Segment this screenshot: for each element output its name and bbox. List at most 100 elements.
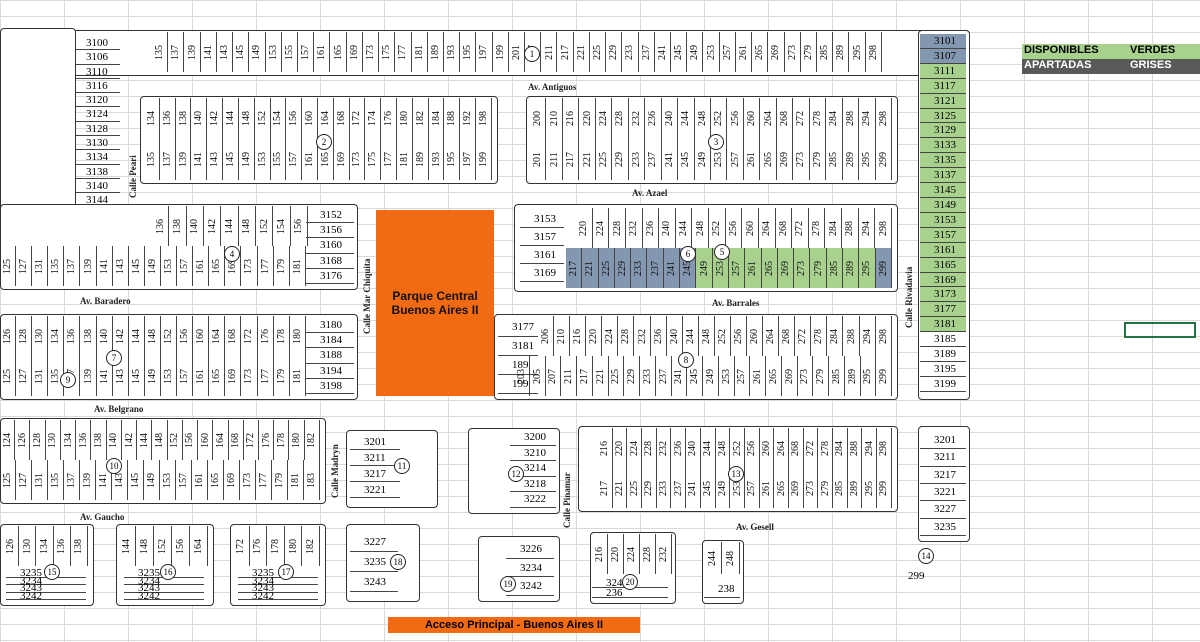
lot[interactable]: 241 xyxy=(686,468,701,508)
lot[interactable]: 156 xyxy=(183,420,199,460)
lot[interactable]: 183 xyxy=(304,460,320,500)
lot[interactable]: 180 xyxy=(290,316,306,356)
lot[interactable]: 3129 xyxy=(920,123,966,139)
lot[interactable]: 269 xyxy=(777,138,794,180)
lot[interactable]: 279 xyxy=(818,468,833,508)
lot[interactable]: 237 xyxy=(647,248,664,288)
lot[interactable]: 172 xyxy=(350,98,366,138)
lot[interactable]: 153 xyxy=(160,460,176,500)
lot[interactable]: 289 xyxy=(845,356,861,396)
lot[interactable]: 3242 xyxy=(124,590,204,601)
lot[interactable]: 3235 xyxy=(238,568,318,578)
lot[interactable]: 3234 xyxy=(6,575,86,586)
lot[interactable]: 279 xyxy=(813,356,829,396)
lot[interactable]: 248 xyxy=(716,428,731,468)
lot[interactable]: 135 xyxy=(144,138,160,180)
lot[interactable]: 3135 xyxy=(920,153,966,169)
lot[interactable]: 142 xyxy=(207,98,224,138)
lot[interactable]: 127 xyxy=(16,460,32,500)
lot[interactable]: 3235 xyxy=(920,519,966,536)
lot[interactable]: 3111 xyxy=(920,63,966,79)
lot[interactable]: 225 xyxy=(609,356,625,396)
lot[interactable]: 232 xyxy=(657,428,672,468)
lot[interactable]: 130 xyxy=(19,526,37,566)
lot[interactable]: 217 xyxy=(557,32,574,72)
central-park[interactable]: Parque Central Buenos Aires II xyxy=(376,210,494,396)
lot[interactable]: 145 xyxy=(223,138,239,180)
lot[interactable]: 268 xyxy=(777,98,794,138)
lot[interactable]: 3221 xyxy=(920,484,966,502)
lot[interactable]: 244 xyxy=(678,98,695,138)
lot[interactable]: 172 xyxy=(244,420,259,460)
lot[interactable]: 228 xyxy=(618,316,635,356)
lot[interactable]: 142 xyxy=(113,316,129,356)
lot[interactable]: 3243 xyxy=(350,572,398,592)
lot[interactable]: 278 xyxy=(811,316,828,356)
lot[interactable]: 179 xyxy=(274,246,290,286)
lot[interactable]: 174 xyxy=(365,98,382,138)
lot[interactable]: 141 xyxy=(97,246,113,286)
lot[interactable]: 299 xyxy=(877,468,892,508)
lot[interactable]: 155 xyxy=(282,32,298,72)
lot[interactable]: 127 xyxy=(16,246,33,286)
lot[interactable]: 261 xyxy=(750,356,766,396)
lot[interactable]: 245 xyxy=(701,468,716,508)
lot[interactable]: 3169 xyxy=(520,264,564,282)
lot[interactable]: 164 xyxy=(213,420,229,460)
lot[interactable]: 295 xyxy=(859,138,876,180)
lot[interactable]: 240 xyxy=(667,316,683,356)
lot[interactable]: 229 xyxy=(606,32,623,72)
lot[interactable]: 268 xyxy=(776,208,793,248)
lot[interactable]: 295 xyxy=(861,356,877,396)
lot[interactable]: 3177 xyxy=(498,318,538,337)
lot[interactable]: 233 xyxy=(631,248,648,288)
lot[interactable]: 139 xyxy=(176,138,192,180)
lot[interactable]: 156 xyxy=(286,98,303,138)
lot[interactable]: 142 xyxy=(122,420,138,460)
lot[interactable]: 284 xyxy=(825,208,842,248)
lot[interactable]: 164 xyxy=(190,526,208,566)
lot[interactable]: 177 xyxy=(258,246,274,286)
lot[interactable]: 252 xyxy=(715,316,731,356)
lot[interactable]: 232 xyxy=(656,534,672,574)
lot[interactable]: 257 xyxy=(728,248,746,288)
lot[interactable]: 217 xyxy=(598,468,613,508)
lot[interactable]: 143 xyxy=(113,356,129,396)
lot[interactable]: 272 xyxy=(804,428,819,468)
lot[interactable]: 3153 xyxy=(520,210,564,228)
lot[interactable]: 3211 xyxy=(920,449,966,467)
lot[interactable]: 241 xyxy=(655,32,671,72)
lot[interactable]: 299 xyxy=(876,138,892,180)
lot[interactable]: 134 xyxy=(144,98,160,138)
lot[interactable]: 3161 xyxy=(520,246,564,264)
lot[interactable]: 3243 xyxy=(238,583,318,593)
lot[interactable]: 225 xyxy=(596,138,613,180)
lot[interactable]: 3235 xyxy=(350,552,398,572)
lot[interactable]: 244 xyxy=(704,542,722,574)
lot[interactable]: 144 xyxy=(221,206,239,246)
lot[interactable]: 152 xyxy=(255,98,271,138)
lot[interactable]: 126 xyxy=(0,316,17,356)
lot[interactable]: 211 xyxy=(541,32,558,72)
lot[interactable]: 140 xyxy=(191,98,208,138)
lot[interactable]: 260 xyxy=(747,316,764,356)
lot[interactable]: 232 xyxy=(626,208,643,248)
lot[interactable]: 3121 xyxy=(920,93,966,109)
lot[interactable]: 298 xyxy=(875,208,892,248)
lot[interactable]: 139 xyxy=(80,356,97,396)
lot[interactable]: 165 xyxy=(209,246,226,286)
lot[interactable]: 131 xyxy=(32,460,48,500)
lot[interactable]: 145 xyxy=(129,246,145,286)
lot[interactable]: 216 xyxy=(563,98,580,138)
lot[interactable]: 221 xyxy=(574,32,590,72)
lot[interactable]: 182 xyxy=(305,420,320,460)
lot[interactable]: 220 xyxy=(579,98,596,138)
lot[interactable]: 156 xyxy=(177,316,194,356)
lot[interactable]: 181 xyxy=(397,138,413,180)
lot[interactable]: 188 xyxy=(444,98,461,138)
lot[interactable]: 3110 xyxy=(72,65,120,79)
lot[interactable]: 181 xyxy=(288,460,304,500)
lot[interactable]: 220 xyxy=(613,428,628,468)
lot[interactable]: 299 xyxy=(876,356,892,396)
lot[interactable]: 261 xyxy=(744,138,761,180)
